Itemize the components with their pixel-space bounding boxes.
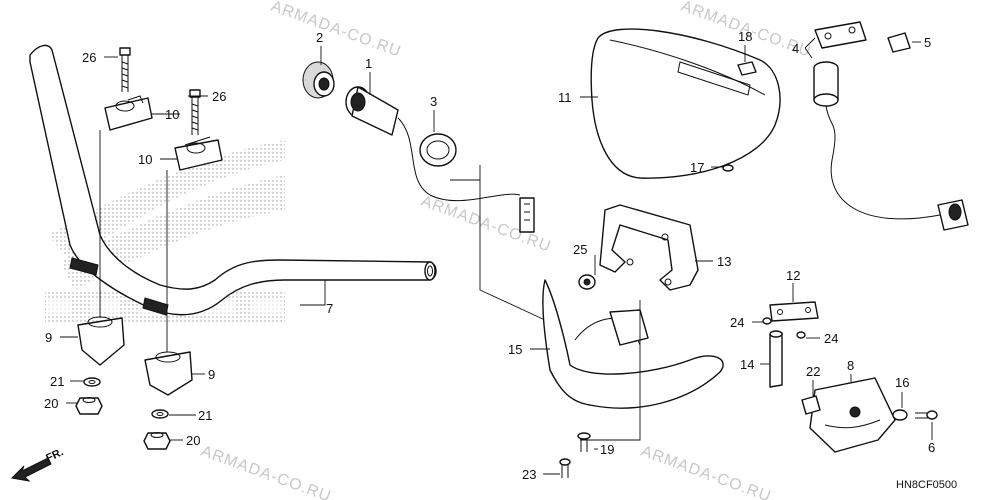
lower-holder-part-9 (77, 130, 193, 396)
stay-part-13 (599, 204, 699, 291)
callout-25: 25 (573, 242, 587, 257)
callout-5: 5 (924, 35, 931, 50)
callout-15: 15 (508, 342, 522, 357)
watermark-text: ARMADA-CO.RU (199, 443, 334, 500)
callout-26b: 26 (212, 89, 226, 104)
clip-part-22 (801, 395, 821, 415)
switch-part-4 (813, 21, 969, 231)
callout-21a: 21 (50, 374, 64, 389)
diagram-code: HN8CF0500 (896, 479, 957, 491)
watermark-text: ARMADA-CO.RU (639, 443, 774, 500)
grommet-part-25 (578, 274, 596, 290)
nut-part-20 (75, 397, 171, 450)
collar-part-16 (892, 409, 908, 421)
callout-16: 16 (895, 375, 909, 390)
watermark-text: ARMADA-CO.RU (269, 0, 404, 61)
callout-9b: 9 (208, 367, 215, 382)
bolt-part-6 (915, 410, 938, 420)
grommet-part-2 (302, 61, 335, 99)
ring-nut-part-3 (419, 133, 546, 321)
callout-19: 19 (600, 442, 614, 457)
callout-6: 6 (928, 440, 935, 455)
callout-21b: 21 (198, 408, 212, 423)
callout-24a: 24 (730, 315, 744, 330)
front-direction-marker: FR. (10, 446, 65, 482)
callout-24b: 24 (824, 331, 838, 346)
screw-part-23 (559, 458, 571, 478)
front-direction-label: FR. (44, 446, 65, 464)
handlebar-part-7 (29, 44, 437, 316)
cap-part-5 (887, 32, 911, 53)
bracket-part-8 (809, 377, 896, 453)
callout-26a: 26 (82, 50, 96, 65)
callout-11: 11 (558, 90, 572, 105)
screw-part-19 (577, 432, 591, 452)
upper-holder-part-10 (104, 95, 223, 171)
callout-12: 12 (786, 268, 800, 283)
callout-7: 7 (326, 301, 333, 316)
callout-1: 1 (365, 56, 372, 71)
callout-18: 18 (738, 29, 752, 44)
front-arrow-icon (10, 457, 52, 482)
callout-labels: 1 2 3 4 5 6 7 8 9 9 10 10 11 12 13 14 15… (44, 29, 935, 482)
meter-cover-part-11 (590, 28, 781, 179)
callout-14: 14 (740, 357, 754, 372)
screw-part-24 (762, 317, 806, 339)
leader-lines (60, 37, 933, 475)
callout-3: 3 (430, 94, 437, 109)
nut-part-17 (722, 164, 734, 172)
callout-10a: 10 (165, 107, 179, 122)
lower-cover-part-15 (542, 279, 724, 409)
callout-13: 13 (717, 254, 731, 269)
callout-20a: 20 (44, 396, 58, 411)
callout-23: 23 (522, 467, 536, 482)
washer-part-21 (83, 377, 169, 419)
bolt-part-26 (119, 47, 201, 135)
callout-9a: 9 (45, 330, 52, 345)
callout-8: 8 (847, 358, 854, 373)
accessory-socket-part-1 (345, 86, 535, 233)
tube-part-14 (769, 330, 783, 388)
bracket-part-12 (769, 301, 819, 322)
callout-17: 17 (690, 160, 704, 175)
callout-10b: 10 (138, 152, 152, 167)
callout-4: 4 (792, 41, 799, 56)
callout-20b: 20 (186, 433, 200, 448)
callout-22: 22 (806, 364, 820, 379)
callout-2: 2 (316, 30, 323, 45)
clip-part-18 (737, 61, 757, 76)
